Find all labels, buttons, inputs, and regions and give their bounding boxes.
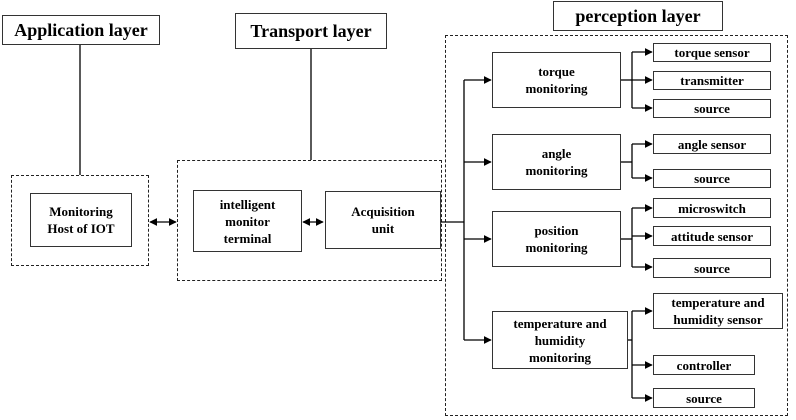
transport-layer-group: [177, 160, 442, 281]
torque-source-box: source: [653, 99, 771, 118]
temperature-humidity-monitoring-box: temperature and humidity monitoring: [492, 311, 628, 369]
temperature-source-box: source: [653, 388, 755, 408]
temperature-humidity-sensor-box: temperature and humidity sensor: [653, 293, 783, 329]
angle-source-box: source: [653, 169, 771, 188]
perception-layer-title: perception layer: [553, 1, 723, 31]
transport-layer-title: Transport layer: [235, 13, 387, 49]
position-monitoring-box: position monitoring: [492, 211, 621, 267]
intelligent-monitor-terminal-box: intelligent monitor terminal: [193, 190, 302, 252]
position-source-box: source: [653, 258, 771, 278]
application-layer-title: Application layer: [2, 15, 160, 45]
controller-box: controller: [653, 355, 755, 375]
attitude-sensor-box: attitude sensor: [653, 226, 771, 246]
transmitter-box: transmitter: [653, 71, 771, 90]
monitoring-host-box: Monitoring Host of IOT: [30, 193, 132, 247]
acquisition-unit-box: Acquisition unit: [325, 191, 441, 249]
torque-monitoring-box: torque monitoring: [492, 52, 621, 108]
application-layer-group: [11, 175, 149, 266]
perception-layer-group: [445, 35, 788, 416]
angle-monitoring-box: angle monitoring: [492, 134, 621, 190]
angle-sensor-box: angle sensor: [653, 134, 771, 154]
torque-sensor-box: torque sensor: [653, 43, 771, 62]
microswitch-box: microswitch: [653, 198, 771, 218]
